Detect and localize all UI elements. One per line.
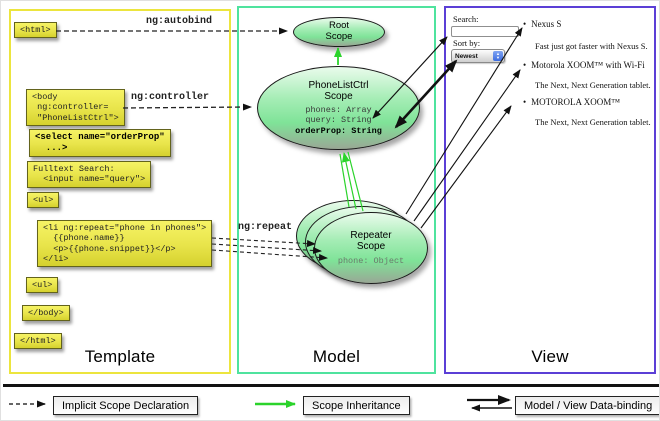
search-input[interactable]: [451, 26, 519, 37]
phonelistctrl-scope-ellipse: PhoneListCtrl Scope phones: Array query:…: [257, 66, 420, 150]
code-ul-open: <ul>: [27, 192, 60, 209]
scope-prop-orderprop: orderProp: String: [295, 125, 382, 136]
code-line: <li ng:repeat="phone in phones">: [43, 223, 207, 233]
scope-prop-phones: phones: Array: [305, 104, 372, 115]
phonelistctrl-scope-title: PhoneListCtrl: [308, 79, 369, 91]
view-item: • Nexus S Fast just got faster with Nexus…: [523, 14, 648, 51]
code-line: <input name="query">: [33, 174, 146, 185]
legend-data-binding: Model / View Data-binding: [515, 396, 659, 415]
view-item: • Motorola XOOM™ with Wi-Fi The Next, Nex…: [523, 55, 651, 90]
code-line: "PhoneListCtrl">: [32, 112, 119, 123]
code-line: </li>: [43, 254, 69, 265]
code-line: <ul>: [33, 195, 54, 205]
root-scope-title: Root: [328, 20, 350, 32]
sort-by-dropdown[interactable]: Newest ▲▼: [451, 49, 505, 63]
view-item-title: Motorola XOOM™ with Wi-Fi: [531, 60, 645, 70]
code-line: </html>: [20, 336, 56, 346]
view-item-desc: Fast just got faster with Nexus S.: [535, 41, 648, 51]
repeater-scope-title: Repeater: [350, 229, 392, 241]
scope-prop-phone: phone: Object: [337, 255, 405, 266]
template-panel-label: Template: [84, 347, 156, 366]
view-item: • MOTOROLA XOOM™ The Next, Next Generatio…: [523, 92, 651, 127]
legend-label: Model / View Data-binding: [524, 399, 653, 412]
legend-separator: [3, 384, 659, 387]
code-line: ng:controller=: [32, 102, 109, 113]
legend-label: Scope Inheritance: [312, 399, 401, 412]
code-body-close: </body>: [22, 305, 70, 322]
code-line: <html>: [20, 25, 51, 35]
ng-controller-label: ng:controller: [131, 92, 210, 103]
bullet-icon: •: [523, 97, 527, 107]
repeater-scope-title: Scope: [356, 241, 386, 253]
code-line: Fulltext Search:: [33, 164, 115, 174]
root-scope-ellipse: Root Scope: [293, 17, 385, 47]
code-line: <select name="orderProp": [35, 132, 165, 142]
scope-prop-query: query: String: [305, 115, 372, 126]
legend-label: Implicit Scope Declaration: [62, 399, 190, 412]
view-panel-label: View: [531, 347, 569, 366]
code-line: {{phone.name}}: [43, 233, 125, 244]
root-scope-title: Scope: [325, 31, 353, 42]
code-body-open: <body ng:controller= "PhoneListCtrl">: [26, 89, 125, 127]
phonelistctrl-scope-title: Scope: [324, 91, 353, 103]
code-li-repeat: <li ng:repeat="phone in phones"> {{phone…: [37, 220, 213, 268]
view-item-title: MOTOROLA XOOM™: [531, 97, 621, 107]
code-fulltext-search: Fulltext Search: <input name="query">: [27, 161, 152, 188]
view-item-desc: The Next, Next Generation tablet.: [535, 117, 651, 127]
code-line: <ul>: [32, 280, 53, 290]
dropdown-stepper-icon: ▲▼: [493, 51, 503, 61]
search-label: Search:: [453, 14, 479, 24]
legend-implicit-scope: Implicit Scope Declaration: [53, 396, 199, 415]
code-ul-close: <ul>: [26, 277, 59, 294]
view-item-title: Nexus S: [531, 19, 562, 29]
model-panel: Model: [237, 6, 436, 374]
code-line: <body: [32, 92, 58, 102]
legend-scope-inheritance: Scope Inheritance: [303, 396, 410, 415]
model-panel-label: Model: [312, 347, 361, 366]
code-html-open: <html>: [14, 22, 57, 39]
repeater-scope-ellipse: Repeater Scope phone: Object: [314, 212, 428, 284]
bullet-icon: •: [523, 60, 527, 70]
code-line: <p>{{phone.snippet}}</p>: [43, 243, 176, 254]
code-line: </body>: [28, 308, 64, 318]
code-line: ...>: [35, 142, 68, 153]
sort-by-value: Newest: [455, 52, 478, 60]
bullet-icon: •: [523, 19, 527, 29]
view-item-desc: The Next, Next Generation tablet.: [535, 80, 651, 90]
code-select: <select name="orderProp" ...>: [29, 129, 171, 157]
ng-repeat-label: ng:repeat: [238, 222, 293, 233]
ng-autobind-label: ng:autobind: [146, 16, 213, 27]
code-html-close: </html>: [14, 333, 62, 350]
sort-by-label: Sort by:: [453, 38, 481, 48]
